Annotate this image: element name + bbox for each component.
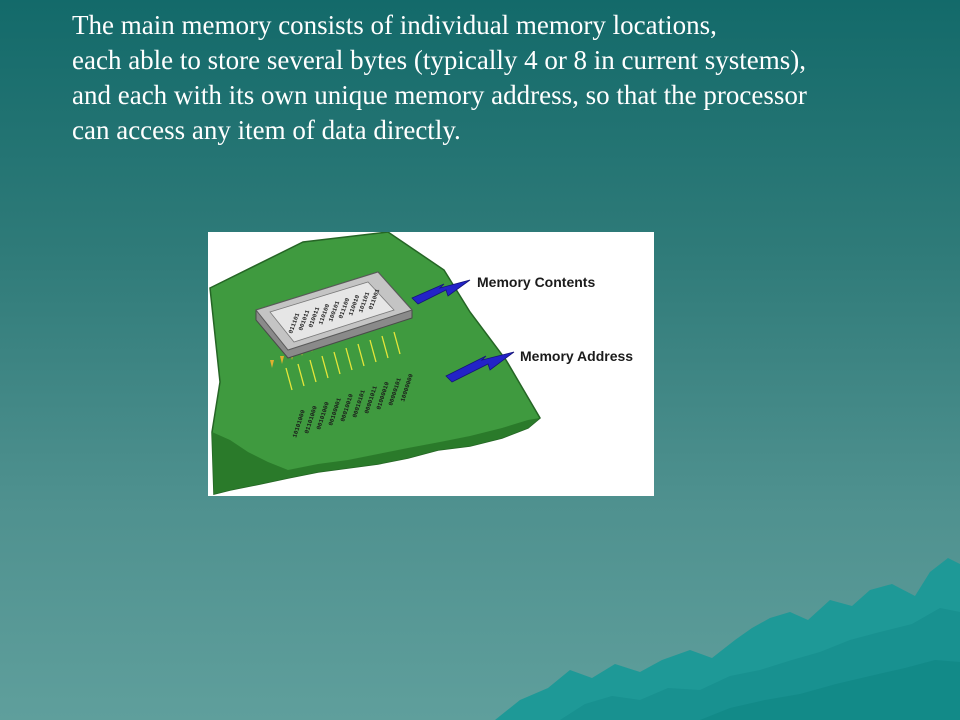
address-traces	[285, 331, 401, 391]
board-edge	[212, 418, 540, 494]
body-line-3: and each with its own unique memory addr…	[72, 80, 807, 110]
contents-arrow	[411, 279, 471, 305]
body-text: The main memory consists of individual m…	[72, 8, 952, 148]
address-arrow	[445, 351, 515, 383]
chip-window	[269, 281, 395, 343]
body-line-1: The main memory consists of individual m…	[72, 10, 717, 40]
body-line-4: can access any item of data directly.	[72, 115, 461, 145]
body-line-2: each able to store several bytes (typica…	[72, 45, 807, 75]
memory-diagram: 10101000 01101000 00101000 00100001 0001…	[208, 232, 654, 496]
memory-address-label: Memory Address	[520, 348, 634, 364]
circuit-board-illustration: 10101000 01101000 00101000 00100001 0001…	[209, 232, 541, 495]
memory-contents-label: Memory Contents	[477, 274, 596, 290]
memory-bits: 011101 001011 010011 110100 100101 01110…	[287, 288, 381, 335]
